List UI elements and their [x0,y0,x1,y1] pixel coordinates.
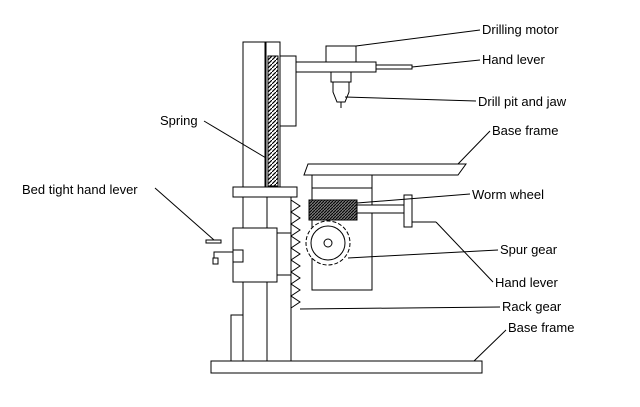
leader-lines [154,29,507,362]
label-drilling-motor: Drilling motor [482,22,559,37]
work-table [303,163,467,189]
rack-gear [290,199,301,309]
worm-wheel [308,194,436,228]
label-hand-lever-side: Hand lever [495,275,559,290]
label-rack-gear: Rack gear [502,299,562,314]
label-spur-gear: Spur gear [500,242,558,257]
spring-column [242,41,297,188]
label-drill-pit-jaw: Drill pit and jaw [478,94,567,109]
spur-gear [305,220,351,266]
label-base-frame-bottom: Base frame [508,320,574,335]
label-hand-lever-top: Hand lever [482,52,546,67]
label-worm-wheel: Worm wheel [472,187,544,202]
label-bed-tight-lever: Bed tight hand lever [22,182,138,197]
base-plate [210,360,483,374]
label-spring: Spring [160,113,198,128]
label-base-frame-top: Base frame [492,123,558,138]
bed-tight-lever [205,227,292,283]
